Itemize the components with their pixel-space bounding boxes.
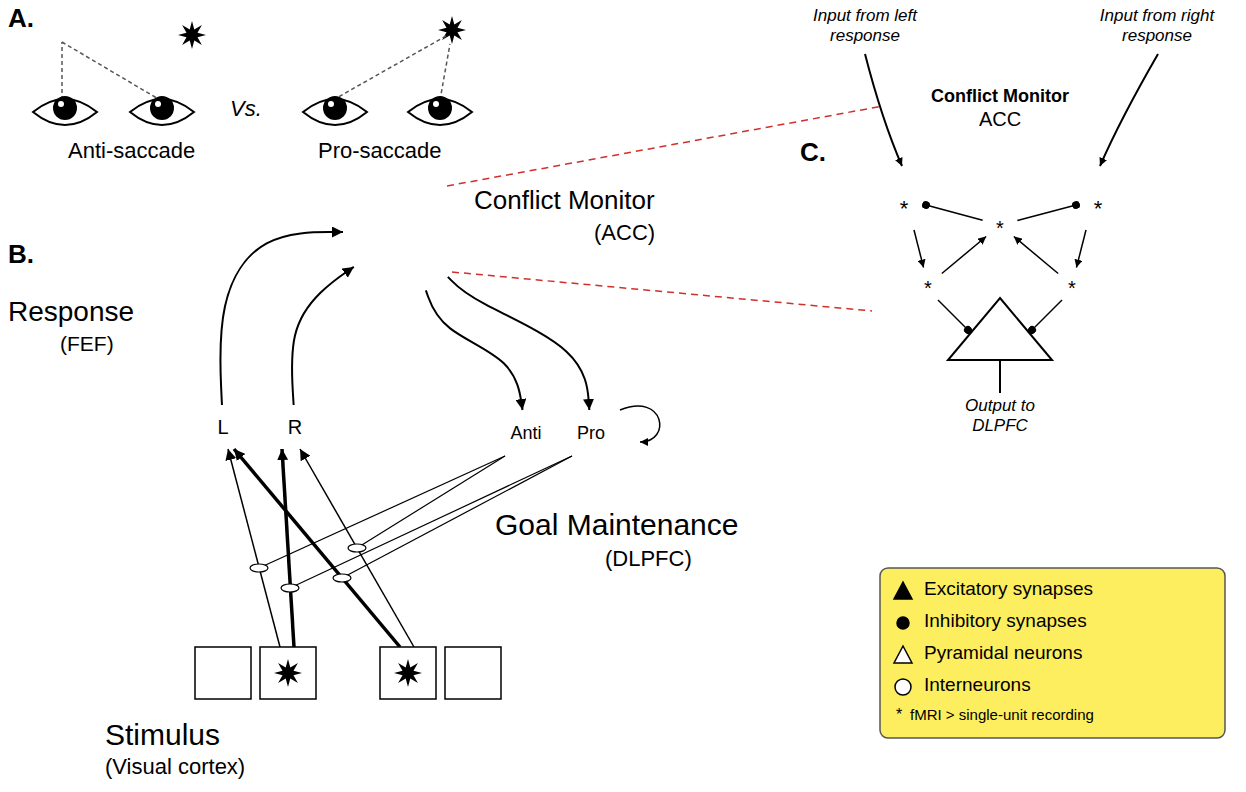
stimulus-squares — [195, 647, 501, 699]
versus-label: Vs. — [230, 96, 262, 121]
pyramidal-neuron: * — [868, 168, 940, 230]
connector — [1017, 205, 1076, 220]
response-box: L — [195, 405, 251, 449]
synapse-line — [1032, 300, 1062, 330]
region-name: Conflict Monitor — [474, 186, 655, 216]
input-line — [865, 54, 902, 166]
region-subname: (DLPFC) — [605, 546, 692, 571]
legend-sample — [892, 580, 914, 602]
connector — [914, 230, 924, 268]
legend-sample — [892, 612, 914, 634]
legend-text: Interneurons — [924, 674, 1031, 696]
legend-sample — [892, 676, 914, 698]
monitor-circle: Conflict Monitor(ACC) — [343, 170, 467, 294]
node-outline — [190, 392, 390, 488]
goal-box: Anti — [495, 410, 557, 456]
output-label: Output to DLPFC — [950, 396, 1050, 435]
node-text: L — [195, 416, 251, 439]
connector — [1076, 230, 1086, 268]
legend-text: Pyramidal neurons — [924, 642, 1082, 664]
connector — [282, 449, 294, 647]
region-ellipse: AntiProGoal Maintenance(DLPFC) — [460, 394, 636, 486]
connector — [220, 232, 343, 405]
connector — [426, 290, 523, 410]
legend-row: Pyramidal neurons — [880, 642, 1225, 668]
region-subname: (ACC) — [594, 220, 655, 245]
interneuron: * — [1054, 267, 1090, 303]
node-text: * — [1054, 277, 1090, 300]
panel-letter: B. — [8, 240, 34, 270]
panel-letter: A. — [8, 4, 34, 34]
zoom-line — [452, 272, 872, 311]
connector — [448, 277, 589, 410]
region-name: Goal Maintenance — [495, 508, 739, 543]
legend-row: Excitatory synapses — [880, 578, 1225, 604]
node-outline — [460, 394, 636, 486]
output-line — [999, 360, 1001, 393]
node-text: * — [910, 277, 946, 300]
goal-box: Pro — [560, 410, 622, 456]
legend-text: Excitatory synapses — [924, 578, 1093, 600]
legend-row: Inhibitory synapses — [880, 610, 1225, 636]
node-text: R — [267, 416, 323, 439]
connector — [942, 237, 986, 274]
node-text: * — [982, 217, 1018, 240]
legend: Excitatory synapsesInhibitory synapsesPy… — [880, 568, 1225, 738]
legend-asterisk: * — [896, 706, 902, 724]
region-name: Stimulus — [105, 718, 220, 753]
zoom-line — [447, 106, 883, 186]
legend-box — [880, 568, 1225, 738]
connector — [292, 267, 354, 405]
node-outline — [123, 626, 553, 718]
region-subname: (FEF) — [60, 332, 114, 356]
pyramidal-neuron: * — [1062, 168, 1134, 230]
region-subname: (Visual cortex) — [105, 754, 245, 779]
legend-row: Interneurons — [880, 674, 1225, 700]
condition-label: Pro-saccade — [318, 138, 442, 163]
node-outline — [343, 170, 467, 294]
legend-row: fMRI > single-unit recording — [880, 706, 1225, 732]
saccade-illustration — [33, 16, 472, 125]
monitor-circle: * * * * * Conflict MonitorACC — [840, 55, 1160, 375]
legend-text: fMRI > single-unit recording — [910, 706, 1094, 723]
input-label: Input from left response — [790, 6, 940, 45]
connector — [1014, 237, 1058, 274]
node-text: Pro — [560, 423, 622, 444]
gate-ovals — [250, 544, 366, 592]
connector — [926, 205, 983, 220]
region-name: Response — [8, 296, 134, 328]
interneuron: * — [982, 207, 1018, 243]
interneuron: * — [910, 267, 946, 303]
node-text: Anti — [495, 423, 557, 444]
response-box: R — [267, 405, 323, 449]
node-text: * — [868, 196, 940, 221]
legend-text: Inhibitory synapses — [924, 610, 1087, 632]
region-name: Conflict Monitor — [920, 86, 1080, 107]
node-text: * — [1062, 196, 1134, 221]
recurrent-loop — [620, 406, 660, 442]
condition-label: Anti-saccade — [68, 138, 195, 163]
region-ellipse: Stimulus(Visual cortex) — [123, 626, 553, 718]
legend-sample — [892, 644, 914, 666]
panel-letter: C. — [800, 138, 826, 168]
region-subname: ACC — [920, 108, 1080, 131]
connector — [300, 449, 414, 647]
region-ellipse: LRResponse(FEF) — [190, 392, 390, 488]
output-pyramid — [948, 298, 1052, 360]
input-label: Input from right response — [1082, 6, 1232, 45]
synapse-line — [938, 300, 968, 330]
connector — [228, 449, 280, 647]
input-line — [1100, 54, 1158, 166]
